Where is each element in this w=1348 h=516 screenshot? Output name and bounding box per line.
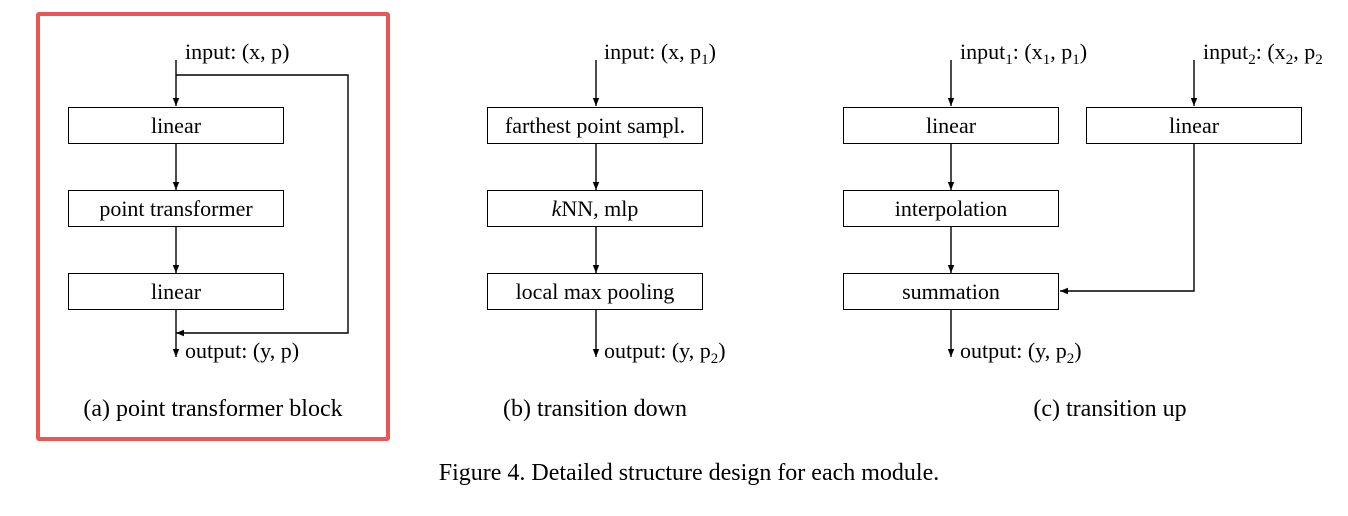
panel-b-input-label: input: (x, p1) <box>604 39 716 68</box>
panel-b-box-local-max-pooling: local max pooling <box>487 273 703 310</box>
panel-a-box-linear-1: linear <box>68 107 284 144</box>
panel-c-input2-label: input2: (x2, p2 <box>1203 39 1323 68</box>
panel-c-box-linear-left: linear <box>843 107 1059 144</box>
panel-b-output-label: output: (y, p2) <box>604 338 726 367</box>
panel-c-box-linear-right: linear <box>1086 107 1302 144</box>
residual-connection <box>176 74 349 337</box>
panel-c-caption: (c) transition up <box>1033 396 1187 422</box>
panel-b-box-farthest-point-sampling: farthest point sampl. <box>487 107 703 144</box>
highlight-frame <box>36 12 390 441</box>
panel-a-box-point-transformer: point transformer <box>68 190 284 227</box>
panel-c-output-label: output: (y, p2) <box>960 338 1082 367</box>
panel-b-caption: (b) transition down <box>503 396 687 422</box>
panel-c-box-summation: summation <box>843 273 1059 310</box>
panel-c-input1-label: input1: (x1, p1) <box>960 39 1088 68</box>
panel-c-box-interpolation: interpolation <box>843 190 1059 227</box>
arrow-c-right-branch <box>1060 144 1195 295</box>
panel-a-input-label: input: (x, p) <box>185 39 290 64</box>
panel-a-caption: (a) point transformer block <box>83 396 343 422</box>
panel-a-output-label: output: (y, p) <box>185 338 300 363</box>
panel-a-box-linear-2: linear <box>68 273 284 310</box>
figure-caption: Figure 4. Detailed structure design for … <box>438 460 940 486</box>
